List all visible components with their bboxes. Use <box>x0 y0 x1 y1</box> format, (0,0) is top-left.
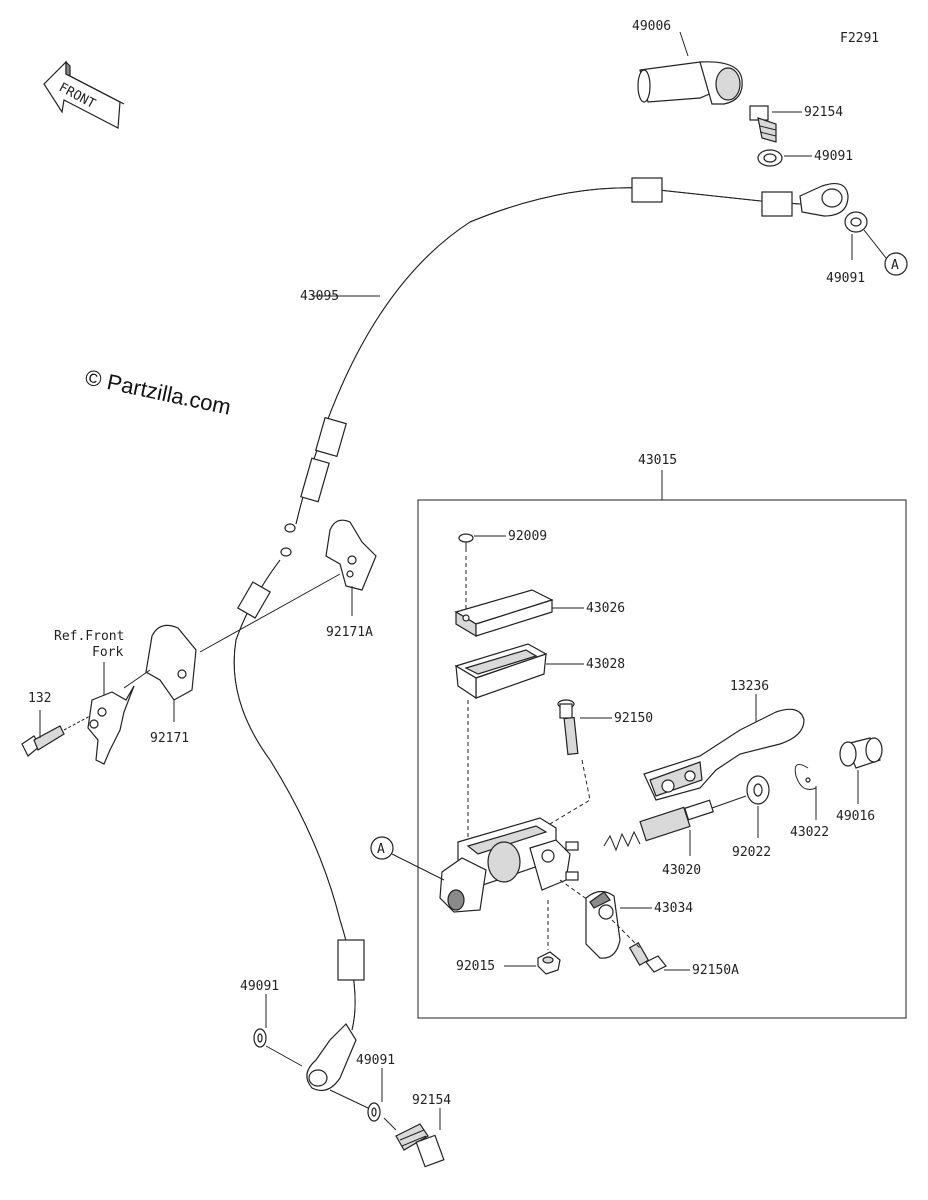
callout-a-top <box>884 252 908 276</box>
label-49091-bot1: 49091 <box>240 979 279 994</box>
label-49016: 49016 <box>836 809 875 824</box>
label-13236: 13236 <box>730 679 769 694</box>
part-43095-brake-hose <box>233 177 849 1091</box>
callout-a-top-text: A <box>891 258 899 273</box>
label-43095: 43095 <box>300 289 339 304</box>
label-92154-top: 92154 <box>804 105 843 120</box>
label-132: 132 <box>28 691 51 706</box>
part-132-bolt <box>21 725 65 757</box>
label-92154-bot: 92154 <box>412 1093 451 1108</box>
label-49091-top2: 49091 <box>826 271 865 286</box>
part-92150A-bolt <box>628 942 667 973</box>
label-49091-top1: 49091 <box>814 149 853 164</box>
label-92171: 92171 <box>150 731 189 746</box>
part-92015-nut <box>537 951 561 975</box>
front-fork-bracket <box>87 685 135 765</box>
label-49091-bot2: 49091 <box>356 1053 395 1068</box>
reference-note-line1: Ref.Front <box>54 629 124 644</box>
part-92150-bolt <box>557 699 579 756</box>
figure-code: F2291 <box>840 31 879 46</box>
part-92009-screw <box>458 533 474 552</box>
callout-a-mid-text: A <box>377 842 385 857</box>
part-43028-diaphragm <box>454 643 548 700</box>
part-43022-circlip <box>794 763 817 790</box>
label-43028: 43028 <box>586 657 625 672</box>
label-43015: 43015 <box>638 453 677 468</box>
label-92015: 92015 <box>456 959 495 974</box>
label-43020: 43020 <box>662 863 701 878</box>
label-43034: 43034 <box>654 901 693 916</box>
part-92154-banjo-bolt-top <box>749 105 777 143</box>
group-box-43015 <box>417 499 907 1019</box>
label-92022: 92022 <box>732 845 771 860</box>
label-43022: 43022 <box>790 825 829 840</box>
part-43034-holder <box>585 890 621 959</box>
label-43026: 43026 <box>586 601 625 616</box>
label-92009: 92009 <box>508 529 547 544</box>
label-49006: 49006 <box>632 19 671 34</box>
master-cylinder-body <box>439 817 579 913</box>
part-49016-bush <box>839 737 883 769</box>
part-13236-brake-lever <box>643 708 805 801</box>
part-43026-reservoir-cap <box>454 589 554 638</box>
watermark: © Partzilla.com <box>83 364 233 419</box>
part-92171-clamp <box>145 624 197 701</box>
callout-a-mid <box>370 836 394 860</box>
part-43020-piston-kit <box>603 799 714 852</box>
label-92150A: 92150A <box>692 963 739 978</box>
part-92154-banjo-bolt-bottom <box>395 1123 445 1168</box>
label-92171A: 92171A <box>326 625 373 640</box>
reference-note-line2: Fork <box>92 645 123 660</box>
part-92171A-clamp <box>325 519 377 591</box>
label-92150: 92150 <box>614 711 653 726</box>
front-arrow-icon: FRONT <box>43 60 125 129</box>
part-49006-boot <box>637 61 743 105</box>
